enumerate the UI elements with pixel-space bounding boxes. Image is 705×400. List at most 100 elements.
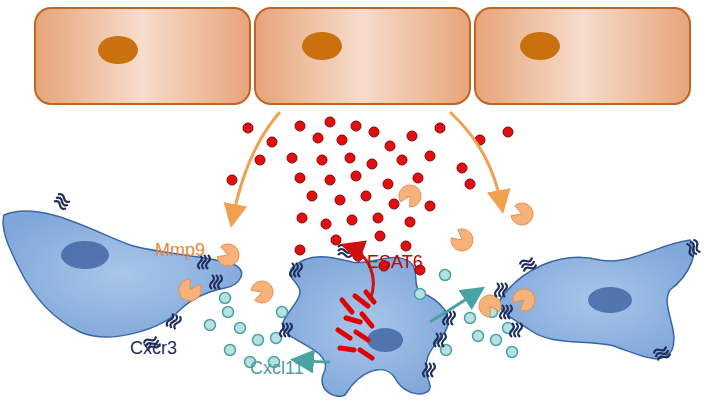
- receptor-label: Cxcr3: [128, 338, 179, 358]
- esat6-dot: [465, 179, 475, 189]
- cxcl11-dot: [473, 331, 484, 342]
- esat6-dot: [345, 153, 355, 163]
- cxcl11-dot: [415, 289, 426, 300]
- esat6-dot: [457, 163, 467, 173]
- esat6-dots: [227, 117, 513, 275]
- mmp9-enzyme: [451, 229, 473, 251]
- receptor-loop: [451, 311, 455, 325]
- esat6-dot: [435, 123, 445, 133]
- receptor-loop: [495, 283, 499, 297]
- mmp9-enzyme: [217, 244, 239, 266]
- esat6-dot: [325, 117, 335, 127]
- cxcl11-dot: [440, 270, 451, 281]
- cxcr3-receptor: [500, 305, 512, 319]
- nuclei: [98, 32, 560, 64]
- macrophages: [3, 211, 694, 396]
- esat6-dot: [385, 141, 395, 151]
- receptor-loop: [57, 193, 71, 203]
- mmp9-enzyme: [479, 295, 501, 317]
- cxcr3-receptor: [166, 313, 182, 330]
- esat6-dot: [347, 215, 357, 225]
- esat6-dot: [325, 175, 335, 185]
- esat6-dot: [407, 131, 417, 141]
- cxcl11-dot: [465, 313, 476, 324]
- esat6-dot: [367, 159, 377, 169]
- receptor-loop: [206, 255, 210, 269]
- cxcl11-dot: [277, 307, 288, 318]
- protein-label: ESAT6: [365, 252, 425, 272]
- cxcr3-receptor: [519, 256, 537, 273]
- esat6-dot: [295, 173, 305, 183]
- esat6-dot: [313, 133, 323, 143]
- esat6-dot: [401, 241, 411, 251]
- esat6-dot: [361, 191, 371, 201]
- receptor-loop: [431, 363, 435, 377]
- cxcr3-receptor: [653, 345, 671, 362]
- cxcl11-dot: [235, 323, 246, 334]
- mmp9-enzyme: [513, 289, 535, 311]
- esat6-dot: [331, 235, 341, 245]
- esat6-dot: [425, 201, 435, 211]
- esat6-dot: [413, 173, 423, 183]
- receptor-loop: [510, 323, 514, 337]
- esat6-dot: [267, 137, 277, 147]
- cxcr3-receptor: [434, 333, 446, 347]
- macrophage-nuclei: [61, 241, 632, 352]
- esat6-dot: [351, 171, 361, 181]
- esat6-dot: [297, 213, 307, 223]
- chemokine-label: Cxcl11: [248, 358, 306, 378]
- epithelial-cells: [35, 8, 690, 104]
- arrows: [232, 112, 502, 362]
- receptor-loop: [519, 256, 533, 266]
- cxcl11-dots: [205, 270, 518, 368]
- esat6-dot: [369, 127, 379, 137]
- esat6-dot: [295, 121, 305, 131]
- receptor-loop: [280, 323, 284, 337]
- cxcl11-dot: [507, 347, 518, 358]
- mmp9-enzyme: [399, 185, 421, 207]
- cxcl11-dot: [205, 320, 216, 331]
- cxcl11-dot: [491, 335, 502, 346]
- esat6-dot: [389, 199, 399, 209]
- receptor-loop: [692, 239, 702, 253]
- receptor-loop: [657, 352, 671, 362]
- mmp9-enzyme: [179, 279, 201, 301]
- receptor-loop: [173, 315, 182, 330]
- bacteria: [338, 292, 374, 358]
- esat6-dot: [405, 217, 415, 227]
- esat6-dot: [295, 245, 305, 255]
- esat6-dot: [287, 153, 297, 163]
- cxcr3-receptor: [53, 193, 71, 210]
- esat6-dot: [227, 175, 237, 185]
- esat6-dot: [383, 179, 393, 189]
- esat6-dot: [337, 135, 347, 145]
- cxcr3-receptor: [510, 323, 522, 337]
- cxcl11-dot: [223, 307, 234, 318]
- receptor-loop: [290, 263, 294, 277]
- cxcr3-receptor: [495, 283, 507, 297]
- cxcl11-dot: [225, 345, 236, 356]
- esat6-dot: [255, 155, 265, 165]
- cxcl11-dot: [220, 293, 231, 304]
- esat6-dot: [351, 121, 361, 131]
- receptor-loop: [500, 305, 504, 319]
- esat6-dot: [321, 219, 331, 229]
- receptor-loop: [218, 275, 222, 289]
- receptor-loop: [442, 333, 446, 347]
- esat6-dot: [335, 195, 345, 205]
- cxcr3-receptor: [210, 275, 222, 289]
- cxcr3-receptors: [53, 193, 702, 377]
- esat6-dot: [243, 123, 253, 133]
- cxcr3-receptor: [423, 363, 435, 377]
- esat6-dot: [503, 127, 513, 137]
- esat6-dot: [307, 191, 317, 201]
- esat6-dot: [425, 151, 435, 161]
- enzyme-label: Mmp9: [153, 240, 207, 260]
- esat6-dot: [397, 155, 407, 165]
- mmp9-enzyme: [251, 281, 273, 303]
- cxcr3-receptor: [280, 323, 292, 337]
- mmp9-enzymes: [179, 185, 535, 317]
- cxcl11-dot: [253, 335, 264, 346]
